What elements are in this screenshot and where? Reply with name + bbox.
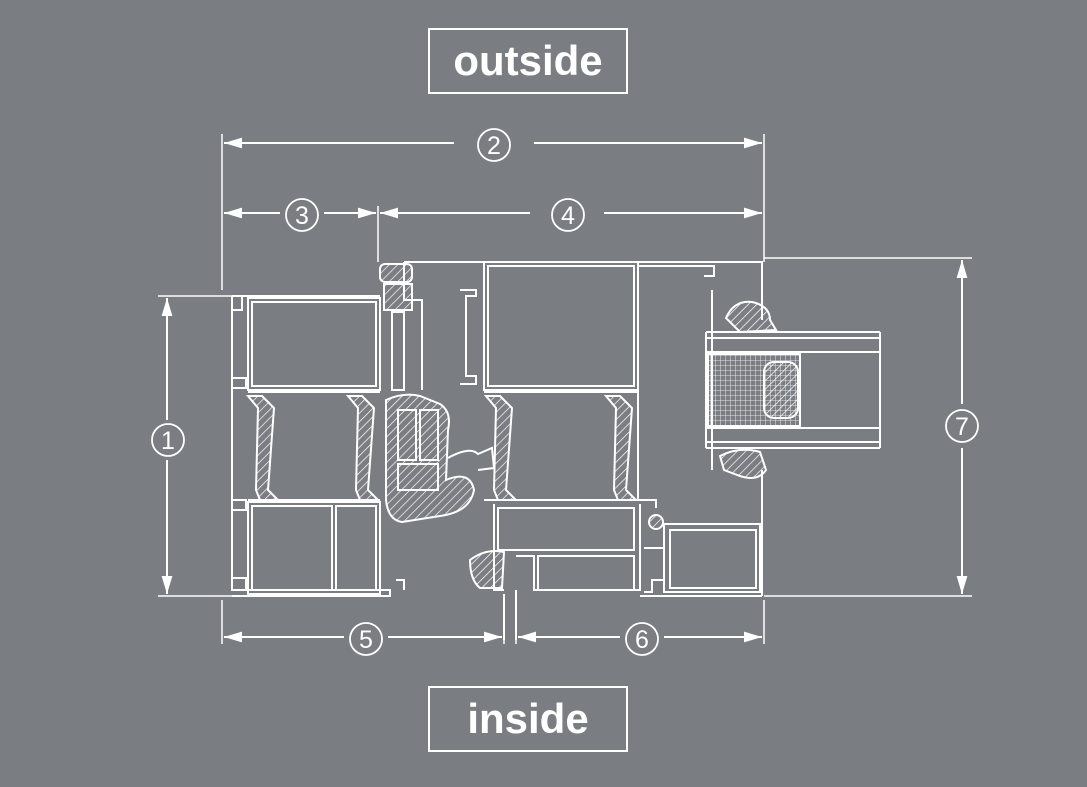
svg-text:7: 7	[955, 413, 969, 441]
dimension-label-6: 6	[625, 622, 659, 656]
svg-text:4: 4	[561, 202, 575, 230]
center-gasket	[385, 393, 496, 524]
thermal-break-left	[245, 391, 381, 501]
dimension-1	[158, 295, 234, 597]
dimension-label-1: 1	[151, 423, 185, 457]
glazing-unit	[705, 290, 881, 479]
dimension-label-2: 2	[477, 128, 511, 162]
svg-text:2: 2	[487, 132, 501, 160]
sash-profile	[396, 261, 763, 640]
outside-label: outside	[428, 28, 628, 94]
dimension-label-5: 5	[349, 622, 383, 656]
frame-profile	[231, 295, 391, 597]
svg-text:3: 3	[295, 202, 309, 230]
dimension-label-7: 7	[945, 409, 979, 443]
dimension-label-4: 4	[551, 198, 585, 232]
svg-text:1: 1	[161, 427, 175, 455]
dimension-7	[764, 257, 972, 597]
svg-text:5: 5	[359, 626, 373, 654]
dimension-labels: 2 3 4 1 7 5 6	[151, 128, 979, 656]
top-seal	[379, 263, 413, 391]
dimension-3	[224, 206, 379, 262]
dimension-label-3: 3	[285, 198, 319, 232]
dimension-2	[221, 134, 765, 290]
inside-label: inside	[428, 686, 628, 752]
svg-text:6: 6	[635, 626, 649, 654]
